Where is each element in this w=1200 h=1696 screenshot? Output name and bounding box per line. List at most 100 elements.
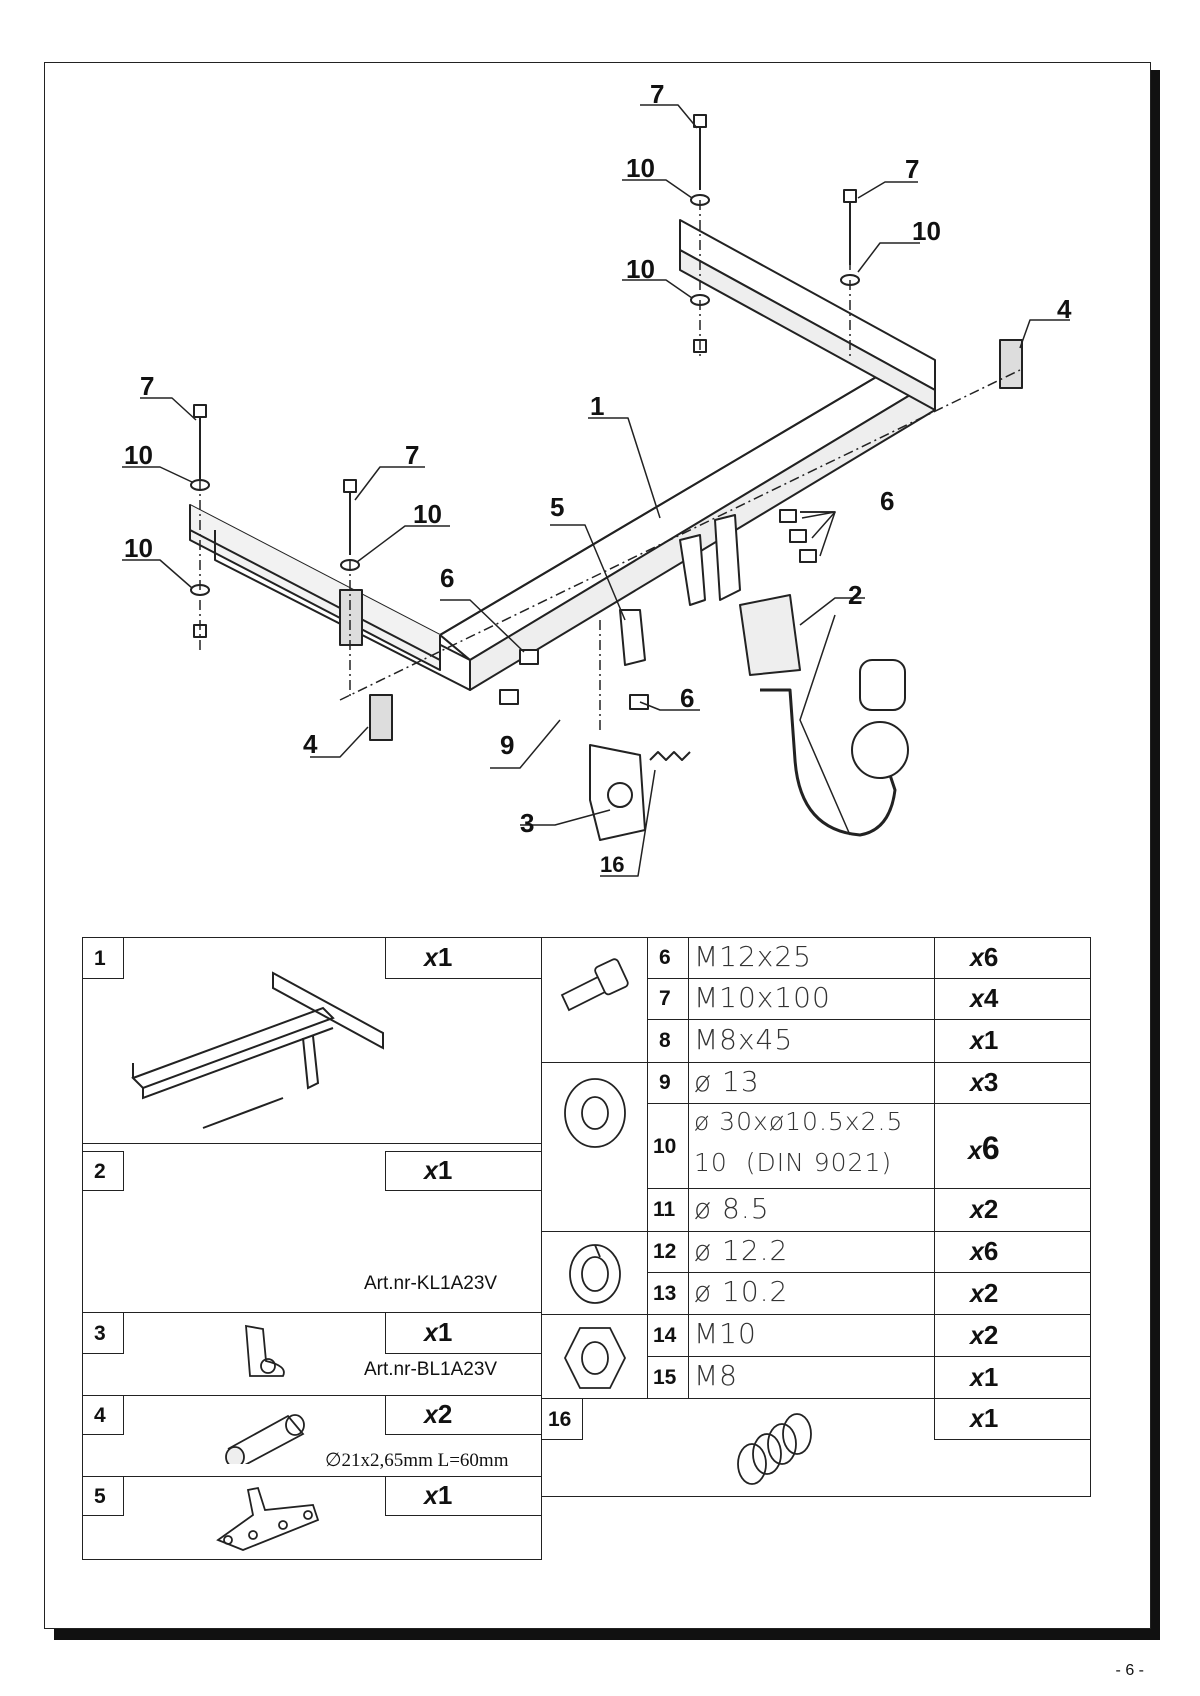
callout-7d: 7 [405, 440, 419, 470]
hw-row-6-qty-box [934, 937, 1091, 979]
crossbar-thumbnail [131, 971, 384, 1129]
hw-row-14-qty: x2 [970, 1320, 999, 1350]
callout-4a: 4 [1057, 294, 1072, 324]
hw-row-8-qty: x1 [970, 1025, 999, 1055]
part-3-number: 3 [94, 1322, 106, 1345]
hw-row-12-number: 12 [653, 1240, 677, 1263]
part-2-article-number: Art.nr-KL1A23V [364, 1273, 498, 1294]
sleeve-thumbnail [225, 1414, 305, 1464]
hw-row-6-num-box [647, 937, 689, 979]
part-4-number: 4 [94, 1404, 106, 1427]
hw-row-15-qty: x1 [970, 1362, 999, 1392]
hw-row-13-qty-box [934, 1272, 1091, 1315]
callout-9: 9 [500, 730, 514, 760]
hw-row-13-spec-box [688, 1272, 935, 1315]
hw-row-13-number: 13 [653, 1282, 677, 1305]
part-5-qty: x1 [424, 1480, 453, 1510]
part-3-qty-box [385, 1312, 542, 1354]
hw-row-7-qty: x4 [970, 983, 999, 1013]
part-3-num-box [82, 1312, 124, 1354]
callout-10e: 10 [413, 499, 442, 529]
hw-row-9-qty-box [934, 1062, 1091, 1104]
hw-row-12-qty: x6 [970, 1236, 999, 1266]
part-2-cell [82, 1143, 542, 1313]
callout-10a: 10 [626, 153, 655, 183]
part-2-number: 2 [94, 1160, 106, 1183]
hw-row-8-qty-box [934, 1019, 1091, 1063]
callout-10c: 10 [626, 254, 655, 284]
part-4-qty-box [385, 1395, 542, 1435]
part-5-qty-box [385, 1476, 542, 1516]
hw-row-11-spec: ø 8.5 [694, 1192, 770, 1225]
callout-6a: 6 [440, 563, 454, 593]
hw-row-9-spec-box [688, 1062, 935, 1104]
hw-row-10-num-box [647, 1103, 689, 1189]
part-16-qty-box [934, 1398, 1091, 1440]
callout-10f: 10 [124, 533, 153, 563]
part-2-qty: x1 [424, 1155, 453, 1185]
hw-row-15-qty-box [934, 1356, 1091, 1399]
hw-row-14-spec-box [688, 1314, 935, 1357]
hw-row-8-number: 8 [659, 1029, 671, 1052]
callout-4b: 4 [303, 729, 318, 759]
part-4-num-box [82, 1395, 124, 1435]
hw-row-9-qty: x3 [970, 1067, 999, 1097]
callout-6b: 6 [880, 486, 894, 516]
hw-row-14-number: 14 [653, 1324, 677, 1347]
hw-row-12-spec: ø 12.2 [694, 1234, 789, 1267]
page-number: - 6 - [1115, 1662, 1144, 1679]
spring-washer-image-cell [541, 1231, 648, 1315]
washer-icon [564, 1078, 626, 1148]
bolt-image-cell [541, 937, 648, 1063]
nut-icon [563, 1327, 627, 1389]
hw-row-10-spec-box [688, 1103, 935, 1189]
part-2-qty-box [385, 1151, 542, 1191]
frame-shadow-right [1151, 70, 1160, 1640]
hw-row-10-qty-box [934, 1103, 1091, 1189]
part-5-number: 5 [94, 1485, 106, 1508]
hw-row-15-number: 15 [653, 1366, 677, 1389]
bracket-thumbnail [216, 1486, 320, 1551]
part-16-num-box [541, 1398, 583, 1440]
hw-row-10-spec-din: 10 (DIN 9021) [694, 1148, 893, 1177]
hw-row-10-spec: ø 30xø10.5x2.5 [694, 1107, 904, 1136]
callout-10d: 10 [124, 440, 153, 470]
frame-shadow-bottom [54, 1629, 1160, 1640]
callout-7a: 7 [650, 79, 664, 109]
hw-row-14-spec: M10 [694, 1317, 757, 1350]
hw-row-7-spec-box [688, 978, 935, 1020]
part-16-qty: x1 [970, 1403, 999, 1433]
spring-washer-icon [569, 1244, 621, 1304]
callout-2: 2 [848, 580, 862, 610]
socket-plate-thumbnail [245, 1324, 285, 1377]
exploded-view-diagram: 7 10 7 10 10 4 1 7 10 7 10 10 5 6 6 2 6 … [122, 79, 1072, 877]
part-1-number: 1 [94, 947, 106, 970]
part-2-num-box [82, 1151, 124, 1191]
hw-row-7-qty-box [934, 978, 1091, 1020]
part-5-num-box [82, 1476, 124, 1516]
hw-row-10-qty: x6 [968, 1130, 1000, 1166]
hw-row-14-qty-box [934, 1314, 1091, 1357]
part-3-qty: x1 [424, 1317, 453, 1347]
spring-thumbnail [737, 1413, 812, 1485]
hw-row-13-qty: x2 [970, 1278, 999, 1308]
callout-1: 1 [590, 391, 604, 421]
hw-row-6-spec: M12x25 [694, 940, 812, 973]
bolt-icon [560, 958, 629, 1012]
hw-row-10-number: 10 [653, 1135, 677, 1158]
callout-7b: 7 [905, 154, 919, 184]
hw-row-6-qty: x6 [970, 942, 999, 972]
part-1-qty-box [385, 937, 542, 979]
hw-row-11-qty: x2 [970, 1194, 999, 1224]
hw-row-9-spec: ø 13 [694, 1065, 760, 1098]
callout-7c: 7 [140, 371, 154, 401]
hw-row-15-spec: M8 [694, 1359, 738, 1392]
hw-row-11-number: 11 [653, 1198, 676, 1221]
hw-row-9-num-box [647, 1062, 689, 1104]
hw-row-7-number: 7 [659, 987, 671, 1010]
part-4-spec: ∅21x2,65mm L=60mm [325, 1450, 509, 1471]
part-4-qty: x2 [424, 1399, 453, 1429]
hw-row-12-num-box [647, 1231, 689, 1273]
callout-6c: 6 [680, 683, 694, 713]
hw-row-12-qty-box [934, 1231, 1091, 1273]
